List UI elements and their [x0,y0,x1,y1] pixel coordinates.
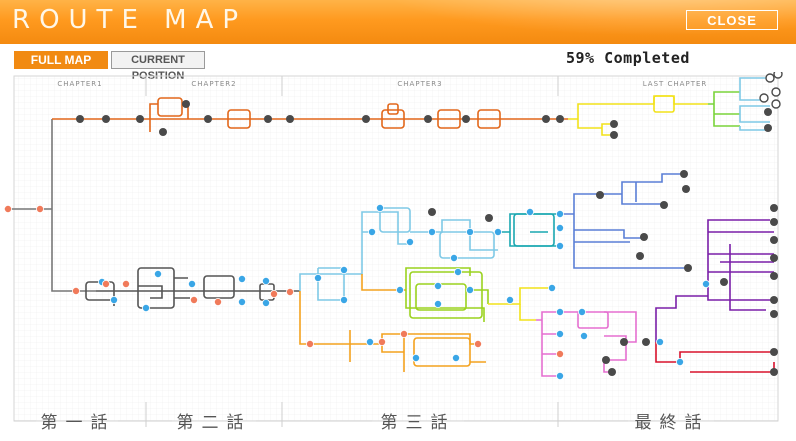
nodes-blue [98,203,711,380]
chapter-dividers [14,76,778,427]
route-last-middle [488,287,637,377]
chapter-jp-labels: 第一話 第二話 第三話 最終話 [41,413,710,433]
chapter-jp-3: 第三話 [381,413,456,433]
route-chapter3-orange [299,274,486,372]
tab-current-position[interactable]: CURRENT POSITION [111,51,205,82]
route-last-purple [655,219,775,373]
chapter-label-4: LAST CHAPTER [643,80,708,88]
route-chapter3-teal [498,213,560,247]
route-last-top [568,77,770,136]
route-trunk [4,119,96,292]
chapter-labels: CHAPTER1 CHAPTER2 CHAPTER3 LAST CHAPTER [57,80,708,88]
chapter-label-2: CHAPTER2 [191,80,236,88]
nodes-completed [76,100,778,376]
map-grid [13,75,779,422]
route-last-blue [560,173,688,269]
header-decoration [330,0,796,44]
completion-status: 59% Completed [566,49,690,67]
chapter-jp-2: 第二話 [177,413,252,433]
route-map[interactable]: CHAPTER1 CHAPTER2 CHAPTER3 LAST CHAPTER … [0,72,796,441]
chapter-jp-4: 最終話 [635,413,710,433]
page-title: ROUTE MAP [12,5,248,35]
chapter-label-3: CHAPTER3 [397,80,442,88]
close-button[interactable]: CLOSE [686,10,778,30]
chapter-jp-1: 第一話 [41,413,116,433]
chapter-label-1: CHAPTER1 [57,80,102,88]
nodes-last-top [759,72,783,109]
header-bar: ROUTE MAP CLOSE [0,0,796,44]
nodes-orange [4,204,565,358]
tab-full-map[interactable]: FULL MAP [14,51,108,69]
route-chapter3-blue [299,207,498,301]
